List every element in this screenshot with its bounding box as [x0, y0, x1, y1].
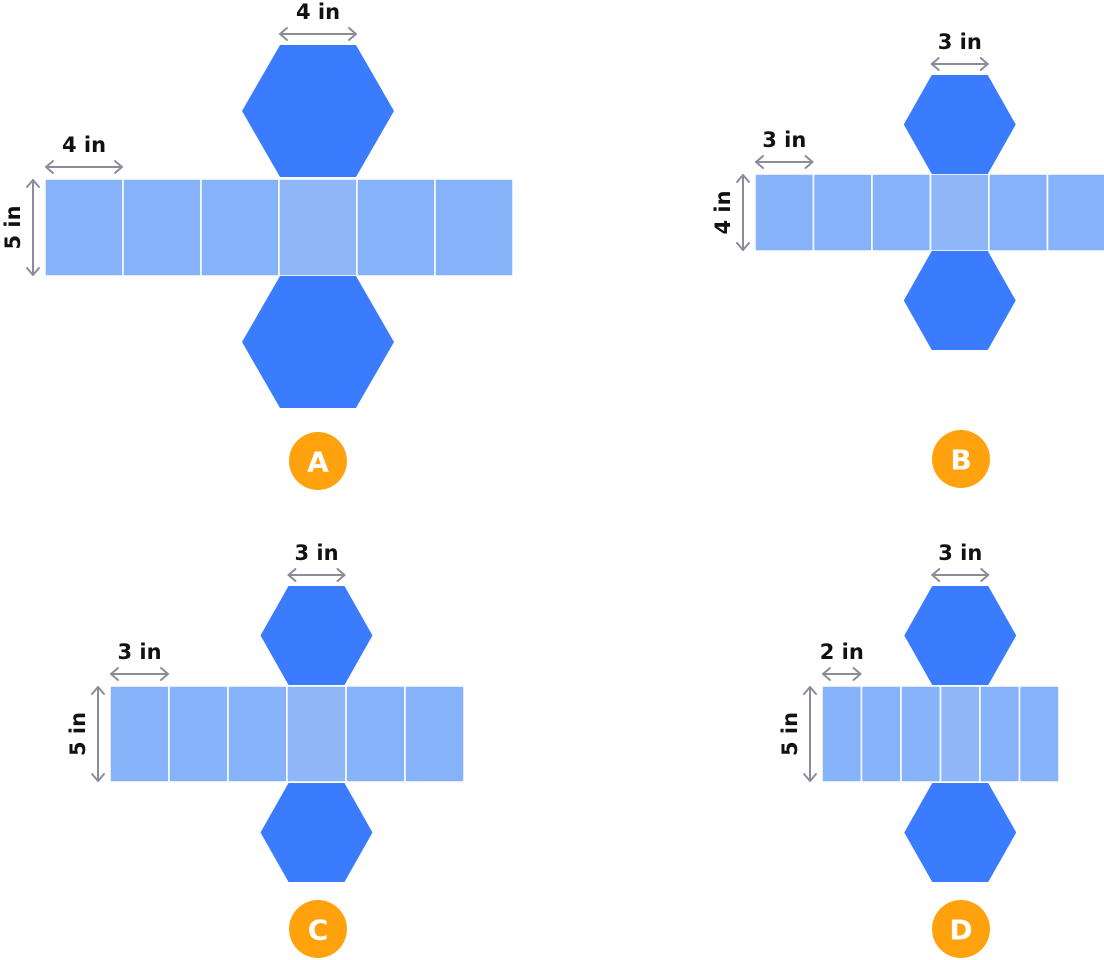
lateral-face [122, 178, 202, 277]
rect-height-dimension-arrow [91, 686, 105, 782]
lateral-face [44, 178, 124, 277]
rect-height-dimension-arrow [736, 174, 750, 251]
lateral-face [900, 685, 942, 783]
lateral-face [1046, 173, 1104, 252]
rect-width-label: 4 in [62, 133, 106, 157]
hex-side-dimension-arrow [931, 568, 990, 582]
hexagon-base-bottom [903, 251, 1016, 350]
hexagon-base-bottom [242, 276, 394, 408]
rect-height-dimension-arrow [26, 179, 40, 276]
lateral-face [871, 173, 932, 252]
hex-side-label: 3 in [294, 541, 338, 565]
rect-width-dimension-arrow [822, 667, 862, 681]
net-a: 4 in 4 in 5 in A [1, 0, 514, 490]
hex-side-dimension-arrow [930, 57, 989, 71]
lateral-face [812, 173, 873, 252]
rect-height-label: 5 in [1, 205, 25, 249]
lateral-face [860, 685, 902, 783]
lateral-face [286, 685, 347, 783]
rect-width-dimension-arrow [45, 160, 123, 174]
hex-side-label: 3 in [938, 30, 982, 54]
lateral-face [200, 178, 280, 277]
option-badge-letter: B [950, 444, 971, 477]
lateral-face [979, 685, 1021, 783]
lateral-face [168, 685, 229, 783]
hexagon-base-top [260, 586, 373, 685]
hex-side-dimension-arrow [287, 568, 346, 582]
lateral-face [754, 173, 815, 252]
rect-height-label: 5 in [66, 712, 90, 756]
lateral-face [821, 685, 863, 783]
rect-width-dimension-arrow [755, 155, 814, 169]
lateral-face [434, 178, 514, 277]
hexagon-base-bottom [260, 783, 373, 882]
hexagon-base-bottom [904, 783, 1017, 882]
option-badge-letter: C [308, 914, 329, 947]
lateral-face [227, 685, 288, 783]
hex-side-label: 4 in [296, 0, 340, 24]
net-c: 3 in 3 in 5 in C [66, 541, 465, 958]
lateral-face [356, 178, 436, 277]
net-d: 3 in 2 in 5 in D [778, 541, 1060, 958]
lateral-face [988, 173, 1049, 252]
option-badge [932, 430, 990, 488]
rect-width-label: 3 in [117, 640, 161, 664]
hexagon-base-top [904, 586, 1017, 685]
rect-height-dimension-arrow [803, 686, 817, 782]
rect-height-label: 4 in [711, 190, 735, 234]
hexagon-base-top [903, 75, 1016, 174]
option-badge-letter: D [949, 914, 972, 947]
lateral-face [345, 685, 406, 783]
hexagon-base-top [242, 45, 394, 177]
lateral-face [278, 178, 358, 277]
rect-width-label: 3 in [762, 128, 806, 152]
lateral-face [109, 685, 170, 783]
net-b: 3 in 3 in 4 in B [711, 30, 1104, 488]
lateral-face [1018, 685, 1060, 783]
hex-side-dimension-arrow [279, 27, 357, 41]
option-badge-letter: A [307, 446, 329, 479]
rect-height-label: 5 in [778, 712, 802, 756]
option-badge [932, 900, 990, 958]
hex-side-label: 3 in [938, 541, 982, 565]
rect-width-dimension-arrow [110, 667, 169, 681]
rect-width-label: 2 in [820, 640, 864, 664]
lateral-face [939, 685, 981, 783]
lateral-face [929, 173, 990, 252]
option-badge [289, 900, 347, 958]
option-badge [289, 432, 347, 490]
lateral-face [404, 685, 465, 783]
